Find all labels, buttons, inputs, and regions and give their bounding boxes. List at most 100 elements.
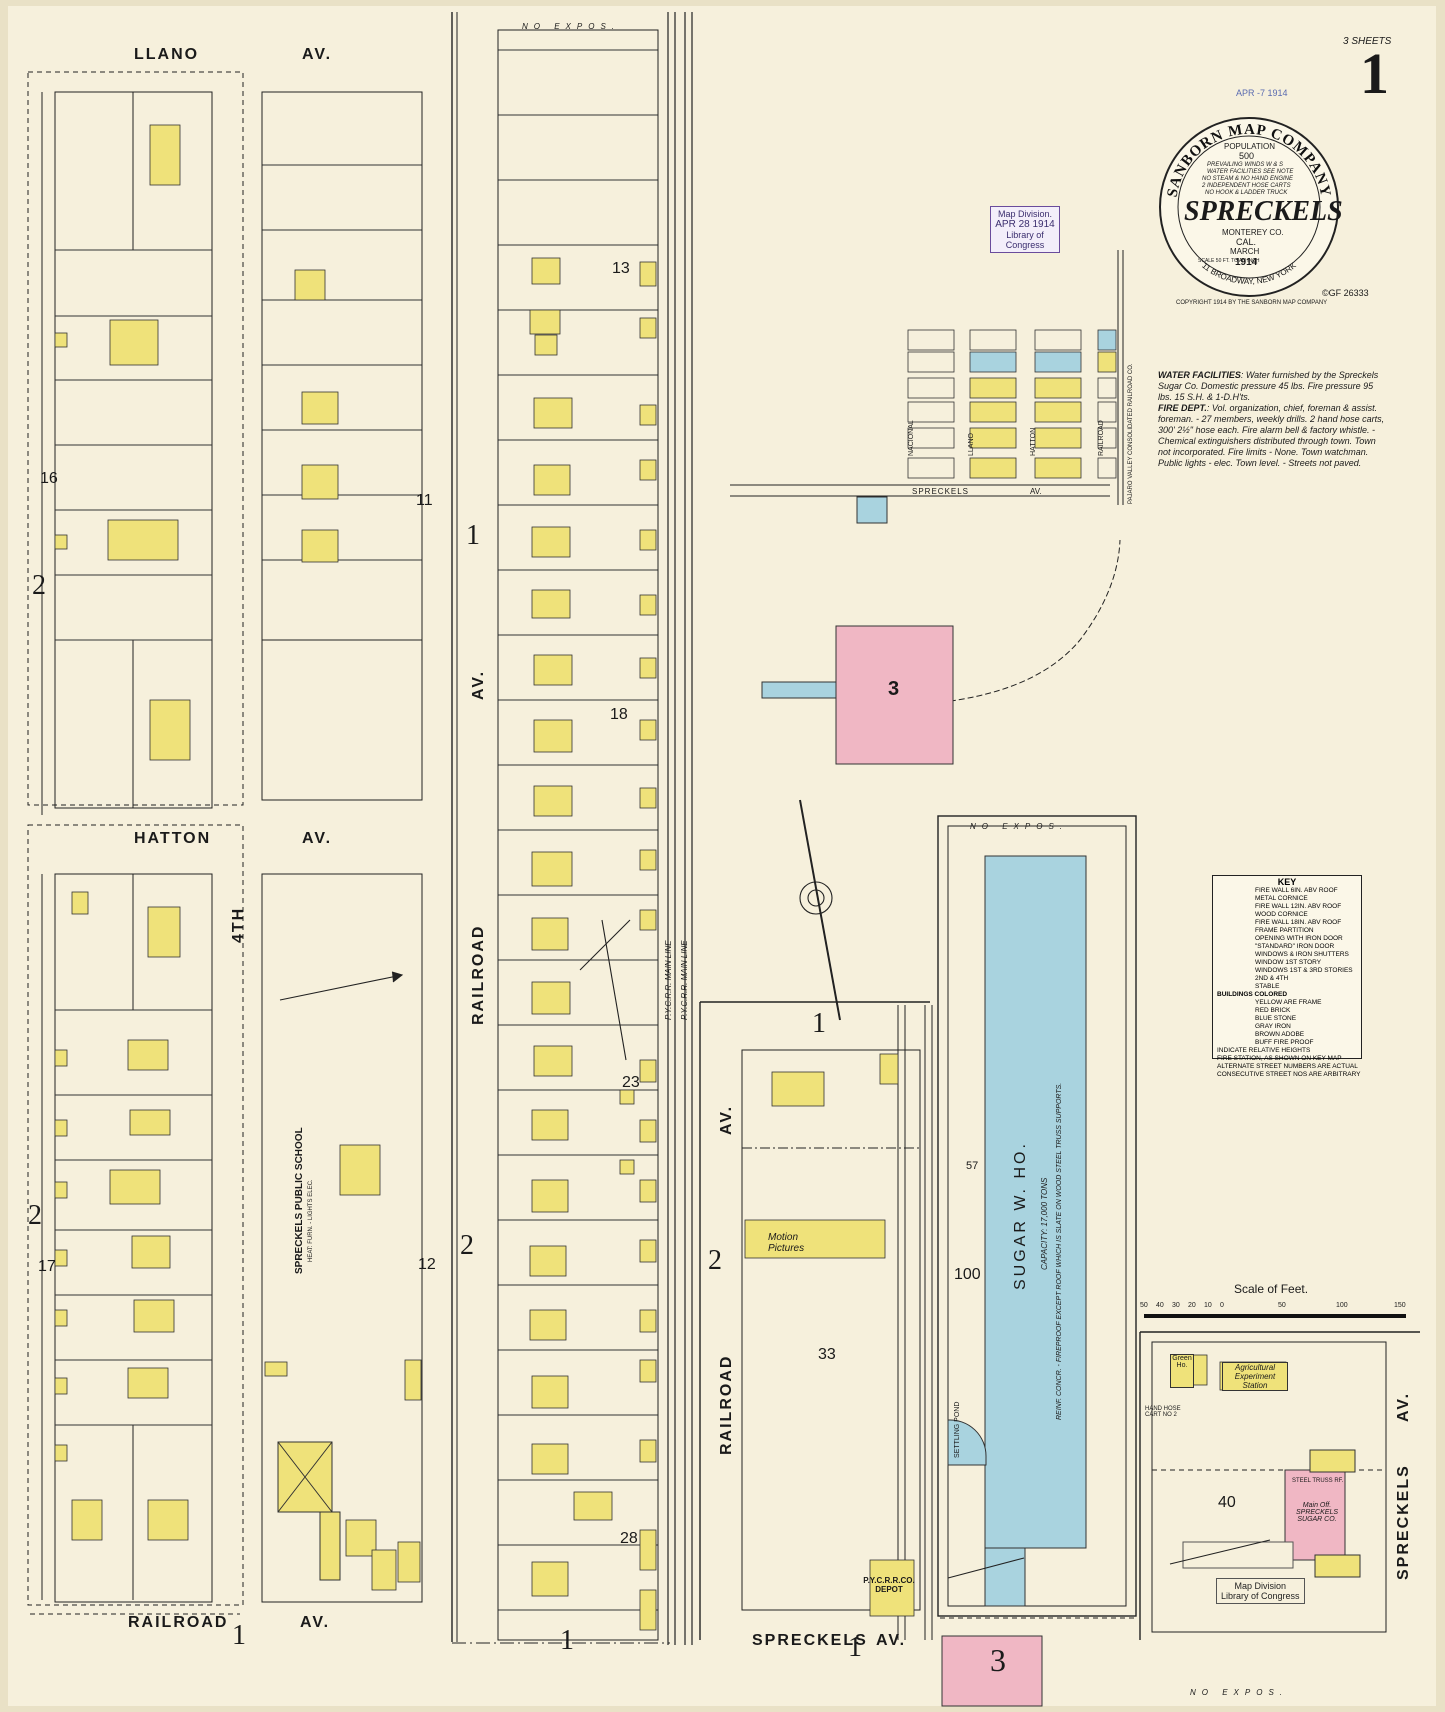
building <box>529 1309 567 1341</box>
building <box>531 1179 569 1213</box>
street-spreckels-av: AV. <box>876 1632 907 1649</box>
building <box>639 1309 657 1333</box>
key-foot2: FIRE STATION, AS SHOWN ON KEY MAP <box>1217 1055 1342 1062</box>
seal-town: SPRECKELS <box>1184 196 1343 227</box>
motion-pictures-label: Motion Pictures <box>768 1232 805 1254</box>
scale-tick-label: 20 <box>1188 1302 1196 1309</box>
seal-rings: SANBORN MAP COMPANY 11 BROADWAY, NEW YOR… <box>1159 117 1339 297</box>
building <box>294 269 326 301</box>
sheet-ref-1e: 1 <box>848 1632 862 1663</box>
scale-tick-label: 50 <box>1278 1302 1286 1309</box>
keymap-block <box>1034 377 1082 399</box>
keymap-block <box>1097 427 1117 449</box>
keymap-block <box>1034 401 1082 423</box>
street-fourth: 4TH <box>230 906 247 943</box>
building <box>149 699 191 761</box>
sheet-ref-3: 3 <box>990 1642 1006 1678</box>
building <box>531 981 571 1015</box>
keymap-block <box>1097 457 1117 479</box>
building <box>533 397 573 429</box>
building <box>54 534 68 550</box>
building <box>639 1119 657 1143</box>
street-railroad-av-v-av: AV. <box>470 669 487 700</box>
building <box>397 1541 421 1583</box>
street-railroad-av-v: RAILROAD <box>470 924 487 1025</box>
building <box>619 1089 635 1105</box>
keymap-block <box>969 457 1017 479</box>
building <box>345 1519 377 1557</box>
building <box>54 1181 68 1199</box>
building <box>533 464 571 496</box>
seal-population: 500 <box>1239 151 1255 161</box>
building <box>531 257 561 285</box>
steel-truss-label: STEEL TRUSS RF. <box>1292 1478 1344 1484</box>
building <box>639 1589 657 1631</box>
seal-scale: SCALE 50 FT. TO AN INCH <box>1198 258 1260 264</box>
scale-tick-label: 0 <box>1220 1302 1224 1309</box>
sheet-ref-2d: 2 <box>708 1245 722 1276</box>
sheet-ref-2c: 2 <box>460 1230 474 1261</box>
building <box>639 1529 657 1571</box>
block-17: 17 <box>38 1258 56 1275</box>
key-row: FIRE WALL 6IN. ABV ROOF <box>1255 887 1338 894</box>
scale-tick-label: 30 <box>1172 1302 1180 1309</box>
building <box>529 309 561 335</box>
building <box>531 917 569 951</box>
building <box>639 719 657 741</box>
key-colors-head: BUILDINGS COLORED <box>1217 991 1288 998</box>
building <box>109 1169 161 1205</box>
keymap-block <box>907 401 955 423</box>
keymap-block <box>907 427 955 449</box>
key-row: WINDOWS & IRON SHUTTERS <box>1255 951 1349 958</box>
scale-tick-label: 50 <box>1140 1302 1148 1309</box>
building <box>531 1375 569 1409</box>
main-office-label: Main Off. SPRECKELS SUGAR CO. <box>1295 1502 1339 1523</box>
building <box>54 1049 68 1067</box>
street-spreckels: SPRECKELS <box>752 1632 868 1649</box>
key-row: "STANDARD" IRON DOOR <box>1255 943 1335 950</box>
building <box>54 1249 68 1267</box>
building <box>147 906 181 958</box>
building <box>531 589 571 619</box>
building <box>264 1361 288 1377</box>
key-row: WINDOWS 1ST & 3RD STORIES <box>1255 967 1353 974</box>
sheet-number: 1 <box>1360 41 1389 106</box>
key-color-row: BROWN ADOBE <box>1255 1031 1305 1038</box>
keymap-block <box>1034 457 1082 479</box>
building <box>639 1059 657 1083</box>
sheets-note: 3 SHEETS <box>1343 36 1392 47</box>
keymap-pajaro: PAJARO VALLEY CONSOLIDATED RAILROAD CO. <box>1128 363 1134 504</box>
key-row: WOOD CORNICE <box>1255 911 1308 918</box>
seal-line5: NO HOOK & LADDER TRUCK <box>1205 190 1288 196</box>
street-railroad-lower-av: AV. <box>718 1104 735 1135</box>
block-18: 18 <box>610 706 628 723</box>
settling-pond-label: SETTLING POND <box>954 1401 961 1458</box>
sheet-ref-1d: 1 <box>812 1008 826 1039</box>
seal-year: 1914 <box>1235 257 1258 268</box>
building <box>133 1299 175 1333</box>
building <box>639 787 657 809</box>
building <box>129 1109 171 1136</box>
building <box>54 332 68 348</box>
key-color-row: YELLOW ARE FRAME <box>1255 999 1322 1006</box>
building <box>301 391 339 425</box>
building <box>639 459 657 481</box>
building <box>149 124 181 186</box>
bottom-stamp: Map Division Library of Congress <box>1216 1578 1305 1604</box>
building <box>339 1144 381 1196</box>
block-100: 100 <box>954 1266 981 1283</box>
block-40: 40 <box>1218 1494 1236 1511</box>
building <box>639 529 657 551</box>
key-row: OPENING WITH IRON DOOR <box>1255 935 1343 942</box>
school-sub: HEAT: FURN. - LIGHTS ELEC. <box>308 1179 314 1262</box>
copyright-number: ©GF 26333 <box>1322 288 1369 298</box>
agri-station-label: Agricultural Experiment Station <box>1222 1362 1288 1391</box>
building <box>639 909 657 931</box>
building <box>533 1045 573 1077</box>
scale-graphic <box>1144 1314 1406 1318</box>
key-row: METAL CORNICE <box>1255 895 1308 902</box>
street-railroad: RAILROAD <box>128 1614 229 1631</box>
street-hatton-av: AV. <box>302 830 333 847</box>
sheet-ref-1b: 1 <box>232 1620 246 1651</box>
